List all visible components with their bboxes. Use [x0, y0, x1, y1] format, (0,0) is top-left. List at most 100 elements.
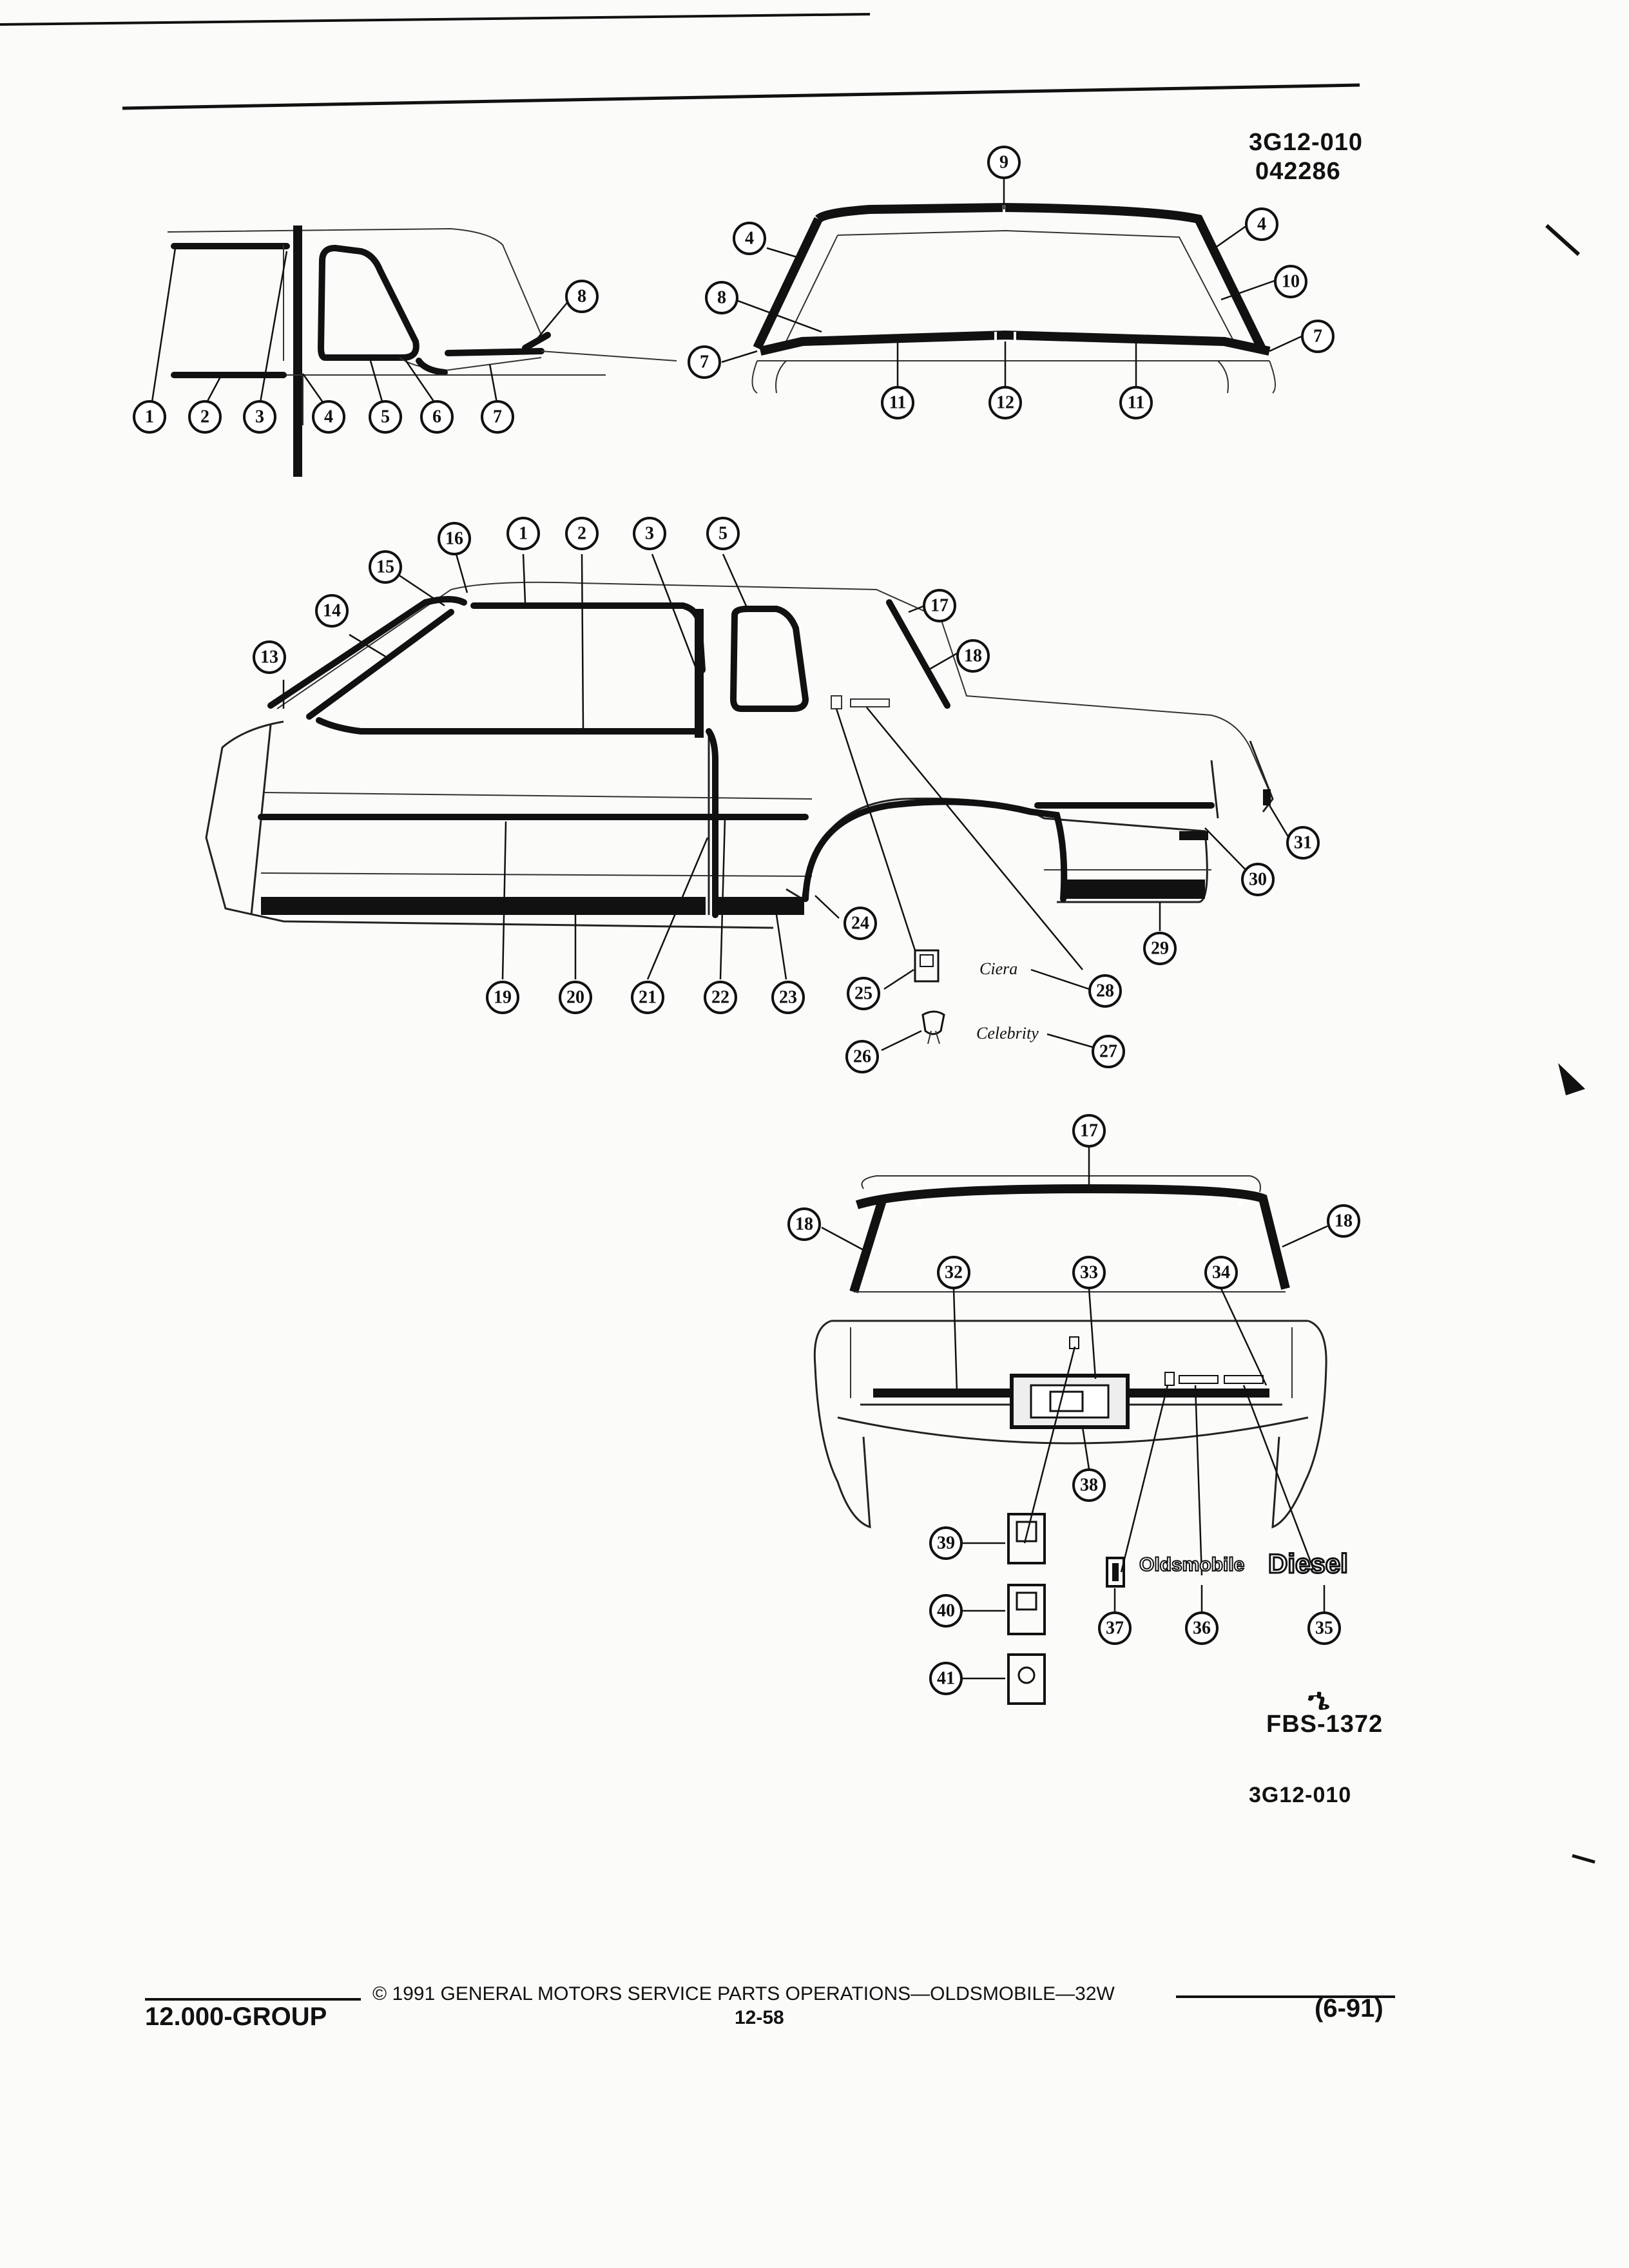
callout-17-rv: 17 [1072, 1114, 1106, 1148]
side-window-detail [150, 226, 677, 477]
svg-text:9: 9 [999, 153, 1008, 173]
svg-text:25: 25 [854, 984, 872, 1004]
svg-text:22: 22 [711, 988, 729, 1008]
callout-36: 36 [1185, 1611, 1219, 1645]
callout-6: 6 [420, 400, 454, 434]
diagram-ref-code: 3G12-010 [1249, 129, 1364, 156]
callout-35: 35 [1307, 1611, 1341, 1645]
svg-text:17: 17 [930, 596, 949, 616]
svg-text:18: 18 [795, 1215, 813, 1235]
callout-11-right: 11 [1119, 386, 1153, 419]
emblem-39-icon [1007, 1513, 1046, 1564]
svg-text:8: 8 [717, 288, 726, 308]
callout-3-sv: 3 [633, 517, 666, 550]
callout-26: 26 [845, 1040, 879, 1073]
svg-text:2: 2 [577, 524, 586, 544]
callout-38: 38 [1072, 1468, 1106, 1502]
svg-text:27: 27 [1099, 1042, 1117, 1062]
footer-rule-right [1176, 1995, 1395, 1998]
callout-15: 15 [369, 550, 402, 584]
svg-text:33: 33 [1080, 1263, 1098, 1283]
svg-text:15: 15 [376, 557, 394, 577]
callout-8-ws: 8 [705, 281, 738, 314]
svg-text:11: 11 [1128, 393, 1144, 413]
callout-39: 39 [929, 1526, 963, 1560]
footer-page-number: 12-58 [735, 2007, 784, 2028]
callout-7-right: 7 [1301, 320, 1335, 353]
callout-1: 1 [133, 400, 166, 434]
svg-text:6: 6 [432, 407, 441, 427]
emblem-37-icon [1106, 1557, 1125, 1588]
callout-4-left: 4 [733, 222, 766, 255]
svg-text:Celebrity: Celebrity [976, 1024, 1039, 1043]
callout-25: 25 [847, 977, 880, 1010]
callout-18-sv: 18 [956, 639, 990, 673]
callout-27: 27 [1092, 1035, 1125, 1068]
svg-text:14: 14 [323, 601, 341, 621]
emblem-26-icon [921, 1010, 945, 1044]
svg-text:30: 30 [1249, 870, 1267, 890]
svg-text:19: 19 [494, 988, 512, 1008]
svg-text:5: 5 [381, 407, 390, 427]
svg-text:26: 26 [853, 1047, 871, 1067]
svg-text:1: 1 [519, 524, 528, 544]
svg-text:4: 4 [324, 407, 333, 427]
callout-18-rv-left: 18 [787, 1207, 821, 1241]
callout-7-left: 7 [688, 345, 721, 379]
svg-text:1: 1 [145, 407, 154, 427]
car-side-view [205, 553, 1290, 980]
svg-text:20: 20 [566, 988, 584, 1008]
badge-oldsmobile: Oldsmobile [1139, 1553, 1245, 1576]
diagram-ref-number: 042286 [1255, 158, 1341, 185]
side-emblems: Ciera Celebrity [881, 949, 1093, 1052]
callout-29: 29 [1143, 932, 1177, 965]
svg-text:7: 7 [1313, 327, 1322, 347]
callout-8: 8 [565, 280, 599, 313]
callout-22: 22 [704, 981, 737, 1014]
callout-37: 37 [1098, 1611, 1132, 1645]
callout-16: 16 [438, 522, 471, 555]
svg-text:16: 16 [445, 529, 463, 549]
side-detail-callouts: 1 2 3 4 5 6 7 8 [133, 280, 599, 434]
emblem-28-icon: Ciera [979, 959, 1017, 978]
emblem-41-icon [1007, 1653, 1046, 1705]
windshield-callouts: 9 4 4 10 8 7 7 11 12 11 [688, 146, 1335, 419]
callout-18-rv-right: 18 [1327, 1204, 1360, 1238]
svg-text:Ciera: Ciera [979, 959, 1017, 978]
windshield-detail [721, 179, 1302, 394]
callout-13: 13 [253, 640, 286, 674]
svg-text:36: 36 [1193, 1619, 1211, 1639]
svg-text:40: 40 [937, 1601, 955, 1621]
svg-text:18: 18 [1335, 1211, 1353, 1231]
footer-rule-left [145, 1998, 361, 2001]
svg-text:38: 38 [1080, 1475, 1098, 1495]
svg-text:35: 35 [1315, 1619, 1333, 1639]
callout-28: 28 [1088, 974, 1122, 1008]
svg-text:5: 5 [718, 524, 728, 544]
callout-17-sv: 17 [923, 589, 956, 622]
footer-group: 12.000-GROUP [145, 2003, 327, 2031]
svg-text:32: 32 [945, 1263, 963, 1283]
emblem-40-icon [1007, 1584, 1046, 1635]
emblem-27-icon: Celebrity [976, 1024, 1039, 1043]
rear-emblems [961, 1513, 1325, 1705]
svg-text:3: 3 [255, 407, 264, 427]
callout-11-left: 11 [881, 386, 914, 419]
svg-text:41: 41 [937, 1669, 955, 1689]
callout-7: 7 [481, 400, 514, 434]
callout-10: 10 [1274, 265, 1307, 298]
svg-text:17: 17 [1080, 1121, 1098, 1141]
svg-text:31: 31 [1294, 833, 1312, 853]
callout-19: 19 [486, 981, 519, 1014]
callout-3: 3 [243, 400, 276, 434]
svg-text:39: 39 [937, 1533, 955, 1553]
svg-text:11: 11 [889, 393, 906, 413]
callout-1-sv: 1 [506, 517, 540, 550]
callout-34: 34 [1204, 1256, 1238, 1289]
svg-text:10: 10 [1282, 272, 1300, 292]
scan-edge-lines [0, 13, 1595, 1864]
svg-text:2: 2 [200, 407, 209, 427]
callout-4-right: 4 [1245, 207, 1278, 241]
callout-23: 23 [771, 981, 805, 1014]
svg-text:7: 7 [700, 352, 709, 372]
